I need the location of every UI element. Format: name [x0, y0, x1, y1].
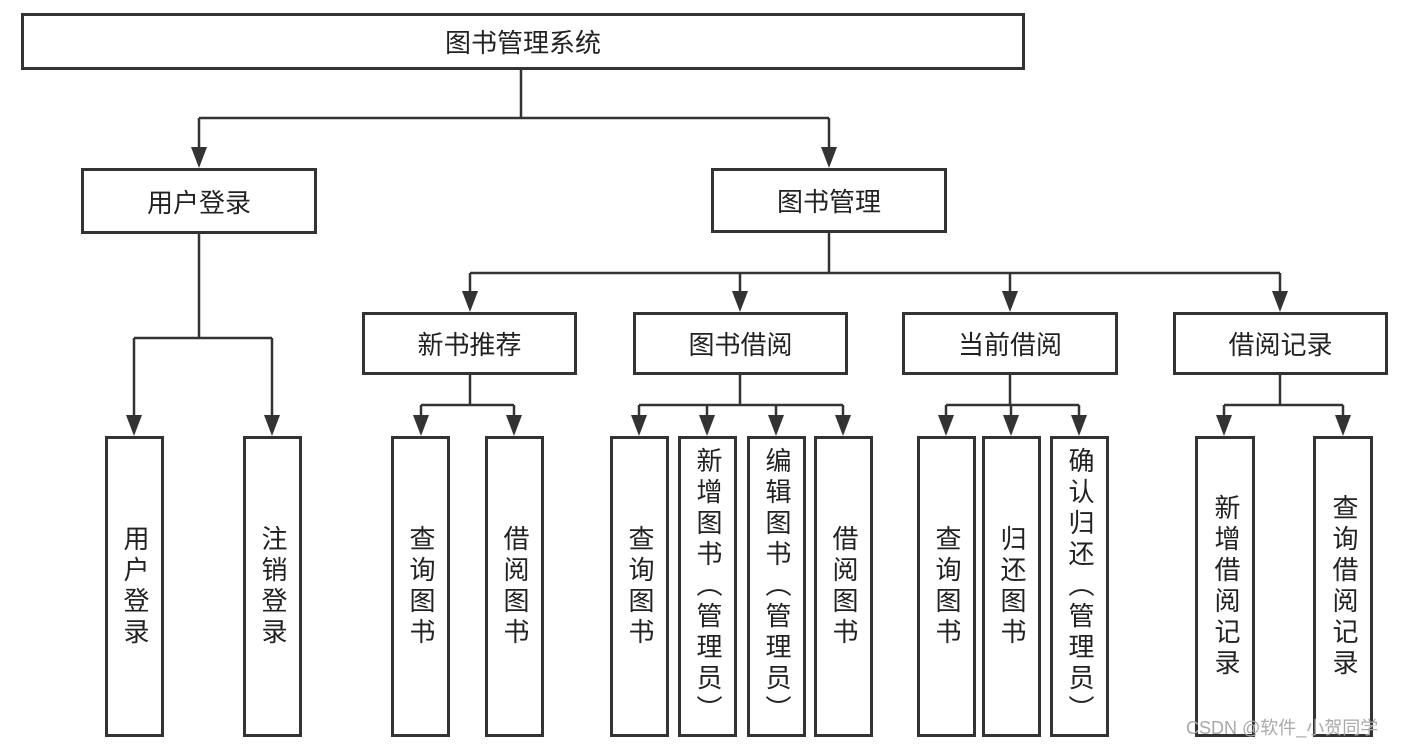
node-new-book-recommend: 新书推荐 [362, 312, 577, 375]
leaf-borrow-books-recommend: 借阅图书 [485, 436, 544, 737]
leaf-user-login: 用户登录 [105, 436, 164, 737]
leaf-query-books-borrowing: 查询图书 [610, 436, 669, 737]
node-book-management: 图书管理 [711, 168, 947, 233]
leaf-query-books-recommend: 查询图书 [391, 436, 450, 737]
csdn-watermark: CSDN @软件_小贺同学 [1186, 718, 1379, 738]
leaf-borrow-books: 借阅图书 [814, 436, 873, 737]
leaf-add-books-admin: 新增图书（管理员） [678, 436, 737, 737]
leaf-confirm-return-admin: 确认归还（管理员） [1050, 436, 1109, 737]
node-library-management-system: 图书管理系统 [21, 13, 1025, 70]
leaf-logout: 注销登录 [243, 436, 302, 737]
leaf-return-books: 归还图书 [982, 436, 1041, 737]
node-current-borrowing: 当前借阅 [902, 312, 1118, 375]
leaf-edit-books-admin: 编辑图书（管理员） [747, 436, 806, 737]
node-book-borrowing: 图书借阅 [633, 312, 848, 375]
leaf-query-borrow-record: 查询借阅记录 [1313, 436, 1373, 737]
node-borrowing-records: 借阅记录 [1173, 312, 1388, 375]
leaf-add-borrow-record: 新增借阅记录 [1195, 436, 1255, 737]
node-user-login: 用户登录 [81, 168, 317, 234]
leaf-query-books-current: 查询图书 [917, 436, 976, 737]
